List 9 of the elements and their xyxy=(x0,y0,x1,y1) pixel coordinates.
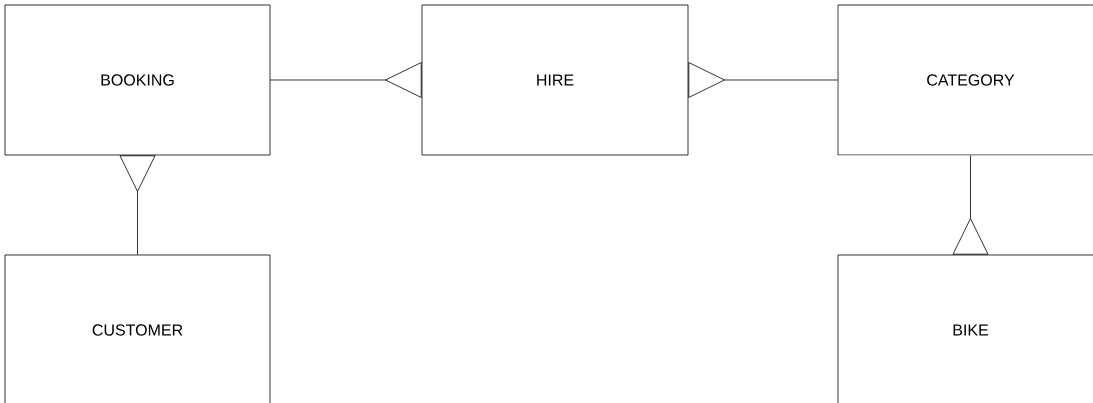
entity-box: BOOKING xyxy=(4,4,271,156)
relationship-line xyxy=(119,155,156,255)
entity-box: CUSTOMER xyxy=(4,254,271,403)
relationship-line xyxy=(688,62,838,98)
entity-box: HIRE xyxy=(421,4,689,156)
entity-box: CATEGORY xyxy=(837,4,1093,156)
entity-box: BIKE xyxy=(837,254,1093,403)
relationship-line xyxy=(270,62,422,98)
relationship-line xyxy=(952,155,989,255)
